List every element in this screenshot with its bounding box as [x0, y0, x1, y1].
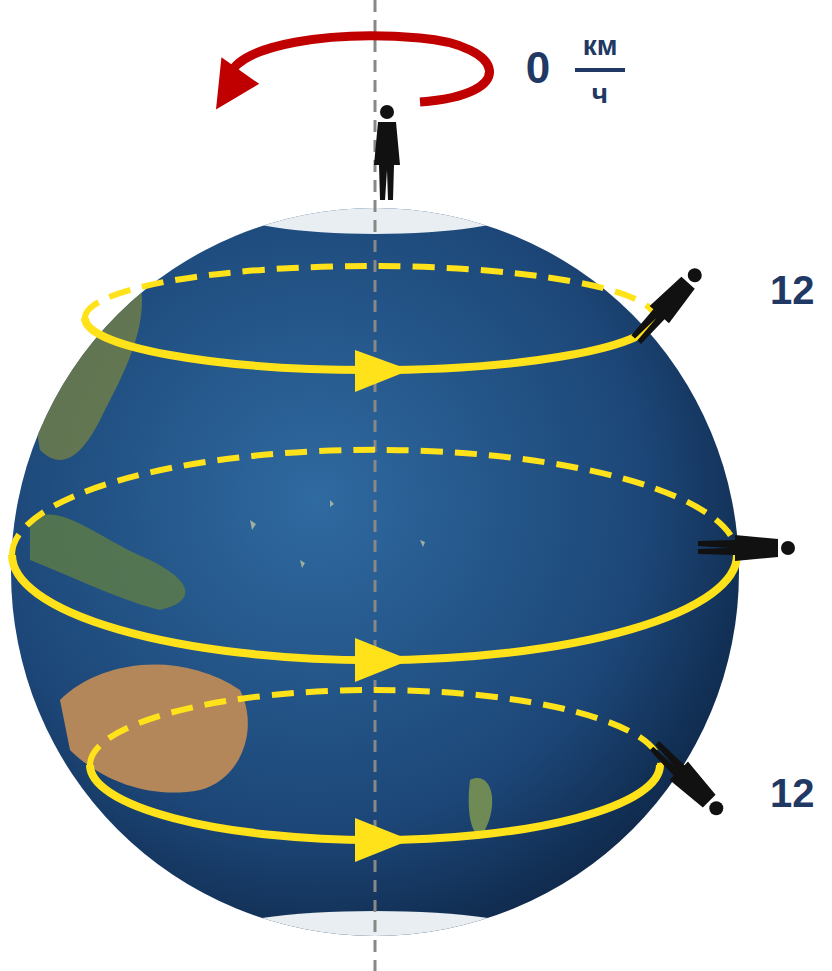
speed-value: 0 [526, 46, 550, 90]
america-land [560, 220, 720, 333]
latitude-back-dashes [12, 266, 737, 765]
fraction-bar [575, 68, 625, 72]
person-pole [374, 105, 400, 200]
speed-unit-bottom: ч [592, 80, 608, 108]
small-islands [250, 500, 425, 568]
person-south [645, 737, 731, 823]
land-masses [20, 190, 720, 959]
speed-value: 12 [770, 270, 815, 310]
new-zealand-land [469, 778, 493, 834]
speed-unit-top: км [583, 32, 618, 60]
islands-land [30, 515, 185, 610]
rotation-arrowhead [197, 48, 261, 110]
speed-value: 12 [770, 773, 815, 813]
latitude-arrowheads [355, 350, 410, 862]
latitude-front-lines [12, 318, 737, 840]
rotation-arrow [230, 36, 489, 102]
person-north [627, 261, 709, 348]
person-equator [698, 535, 795, 561]
